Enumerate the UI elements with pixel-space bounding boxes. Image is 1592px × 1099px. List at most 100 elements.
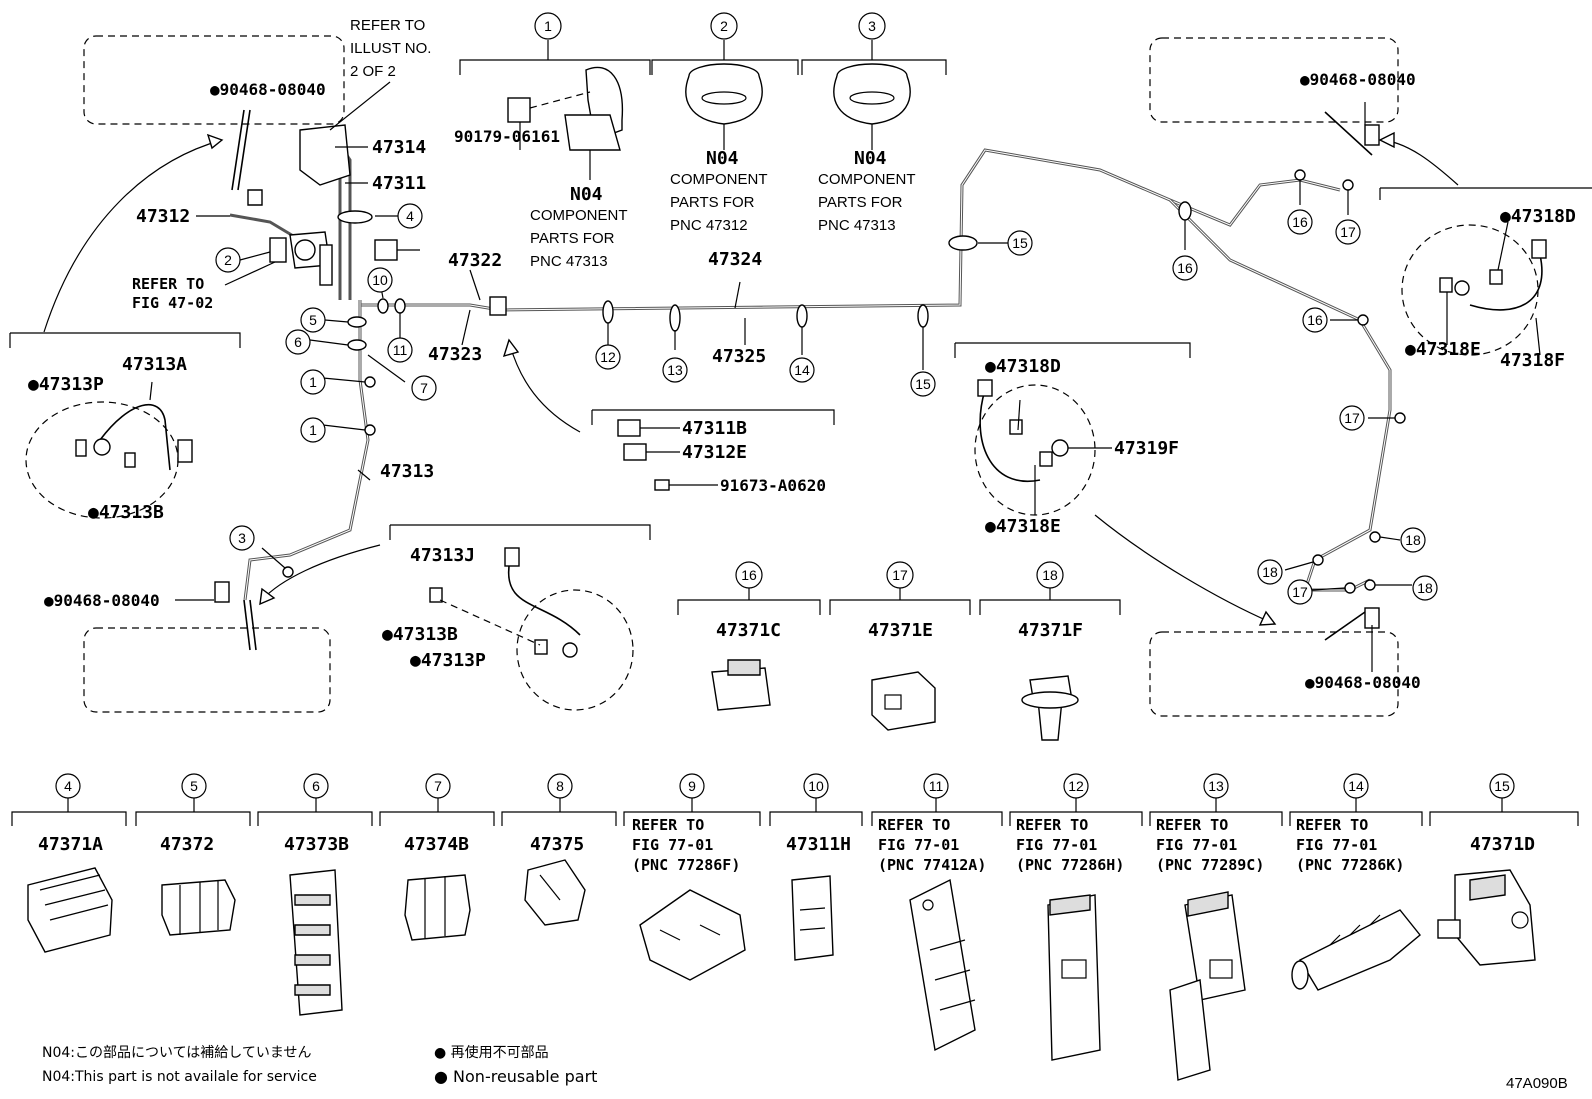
label-47313j: 47313J xyxy=(410,545,475,566)
label-47313b-2: ●47313B xyxy=(382,624,458,645)
inset-47311b xyxy=(591,409,835,491)
callout-15a: 16 xyxy=(1177,260,1193,276)
tube-fitting-bl xyxy=(214,581,257,651)
callout-2-top: 2 xyxy=(720,18,728,34)
pointer-arrows xyxy=(43,131,1459,626)
ref-12-line1: REFER TO xyxy=(1016,816,1088,834)
callout-11-bottom: 11 xyxy=(929,778,944,794)
callout-10: 12 xyxy=(600,349,616,365)
mid-brackets xyxy=(677,588,1121,615)
label-90179: 90179-06161 xyxy=(454,127,560,146)
label-90468-tr: ●90468-08040 xyxy=(1300,70,1416,89)
callout-8-bottom: 8 xyxy=(556,778,564,794)
phantom-box-top-left xyxy=(83,35,345,125)
callout-17c: 18 xyxy=(1417,580,1433,596)
label-47313a: 47313A xyxy=(122,354,187,375)
master-cylinder-area xyxy=(269,124,420,286)
refer-illust-line1: REFER TO xyxy=(350,17,425,34)
refer-fig-4702-line2: FIG 47-02 xyxy=(132,294,213,312)
diagram-code: 47A090B xyxy=(1506,1075,1568,1092)
callout-5-bottom: 5 xyxy=(190,778,198,794)
ref-11-line2: FIG 77-01 xyxy=(878,836,959,854)
ref-14-line2: FIG 77-01 xyxy=(1296,836,1377,854)
callout-16-mid: 16 xyxy=(741,567,757,583)
label-47311: 47311 xyxy=(372,173,426,194)
callout-14-bottom: 14 xyxy=(1348,778,1364,794)
label-90468-tl: ●90468-08040 xyxy=(210,80,326,99)
callout-12-bottom: 12 xyxy=(1068,778,1084,794)
part-47371f-clip xyxy=(1021,675,1079,741)
label-47314: 47314 xyxy=(372,137,426,158)
label-47323: 47323 xyxy=(428,344,482,365)
callout-1a: 1 xyxy=(309,374,317,390)
ref-9-line2: FIG 77-01 xyxy=(632,836,713,854)
callout-13: 15 xyxy=(915,376,931,392)
label-47312e: 47312E xyxy=(682,442,747,463)
callout-1-top: 1 xyxy=(544,18,552,34)
label-n04-3: N04 xyxy=(854,148,887,169)
label-47313p-2: ●47313P xyxy=(410,650,486,671)
callout-3-top: 3 xyxy=(868,18,876,34)
callout-7: 7 xyxy=(420,380,428,396)
inset-47318f xyxy=(1379,187,1592,356)
desc-3-line3: PNC 47313 xyxy=(818,217,896,234)
callout-16b: 17 xyxy=(1292,584,1308,600)
label-47374b: 47374B xyxy=(404,834,469,855)
label-47371f: 47371F xyxy=(1018,620,1083,641)
callout-12: 14 xyxy=(794,362,810,378)
label-47371a: 47371A xyxy=(38,834,103,855)
callout-2: 2 xyxy=(224,252,232,268)
ref-13-line1: REFER TO xyxy=(1156,816,1228,834)
desc-1-line1: COMPONENT xyxy=(530,207,628,224)
inset-47313j xyxy=(389,524,651,711)
clip-drawings xyxy=(27,859,1536,1081)
legend-notes: N04:この部品については補給していません N04:This part is n… xyxy=(42,1044,1568,1092)
refer-illust-line2: ILLUST NO. xyxy=(350,40,431,57)
callout-16a: 16 xyxy=(1292,214,1308,230)
label-47319f: 47319F xyxy=(1114,438,1179,459)
callout-14: 15 xyxy=(1012,235,1028,251)
callout-4: 4 xyxy=(406,208,414,224)
part-3-grommet xyxy=(833,63,911,150)
note-n04-jp: N04:この部品については補給していません xyxy=(42,1045,311,1061)
label-90468-br: ●90468-08040 xyxy=(1305,673,1421,692)
part-2-grommet xyxy=(685,63,763,150)
ref-9-line1: REFER TO xyxy=(632,816,704,834)
label-91673: 91673-A0620 xyxy=(720,476,826,495)
label-47371e: 47371E xyxy=(868,620,933,641)
desc-3-line1: COMPONENT xyxy=(818,171,916,188)
callout-18a: 18 xyxy=(1405,532,1421,548)
label-47313b: ●47313B xyxy=(88,502,164,523)
desc-2-line2: PARTS FOR xyxy=(670,194,755,211)
part-47371e-clip xyxy=(871,671,936,731)
callout-15b: 16 xyxy=(1307,312,1323,328)
desc-2-line1: COMPONENT xyxy=(670,171,768,188)
refer-fig-4702-line1: REFER TO xyxy=(132,275,204,293)
inset-47313a xyxy=(9,332,241,519)
tube-fitting-tr xyxy=(1324,111,1380,156)
label-47318e: ●47318E xyxy=(985,516,1061,537)
desc-3-line2: PARTS FOR xyxy=(818,194,903,211)
ref-11-line3: (PNC 77412A) xyxy=(878,856,986,874)
label-47318d-2: ●47318D xyxy=(1500,206,1576,227)
desc-1-line3: PNC 47313 xyxy=(530,253,608,270)
callout-11: 13 xyxy=(667,362,683,378)
callout-18-mid: 18 xyxy=(1042,567,1058,583)
ref-13-line3: (PNC 77289C) xyxy=(1156,856,1264,874)
part-labels: REFER TO ILLUST NO. 2 OF 2 ●90468-08040 … xyxy=(28,17,1576,874)
note-nonreuse-jp: ● 再使用不可部品 xyxy=(434,1044,549,1061)
label-47371d: 47371D xyxy=(1470,834,1535,855)
callout-18b: 18 xyxy=(1262,564,1278,580)
callout-17a: 17 xyxy=(1340,224,1356,240)
bottom-brackets xyxy=(11,797,1579,826)
phantom-box-bottom-left xyxy=(83,627,331,713)
callout-6: 6 xyxy=(294,334,302,350)
top-brackets xyxy=(459,40,947,75)
callout-3: 3 xyxy=(238,530,246,546)
note-nonreuse-en: ● Non-reusable part xyxy=(434,1067,597,1086)
callout-1b: 1 xyxy=(309,422,317,438)
label-47372: 47372 xyxy=(160,834,214,855)
ref-14-line1: REFER TO xyxy=(1296,816,1368,834)
desc-1-line2: PARTS FOR xyxy=(530,230,615,247)
callout-4-bottom: 4 xyxy=(64,778,72,794)
